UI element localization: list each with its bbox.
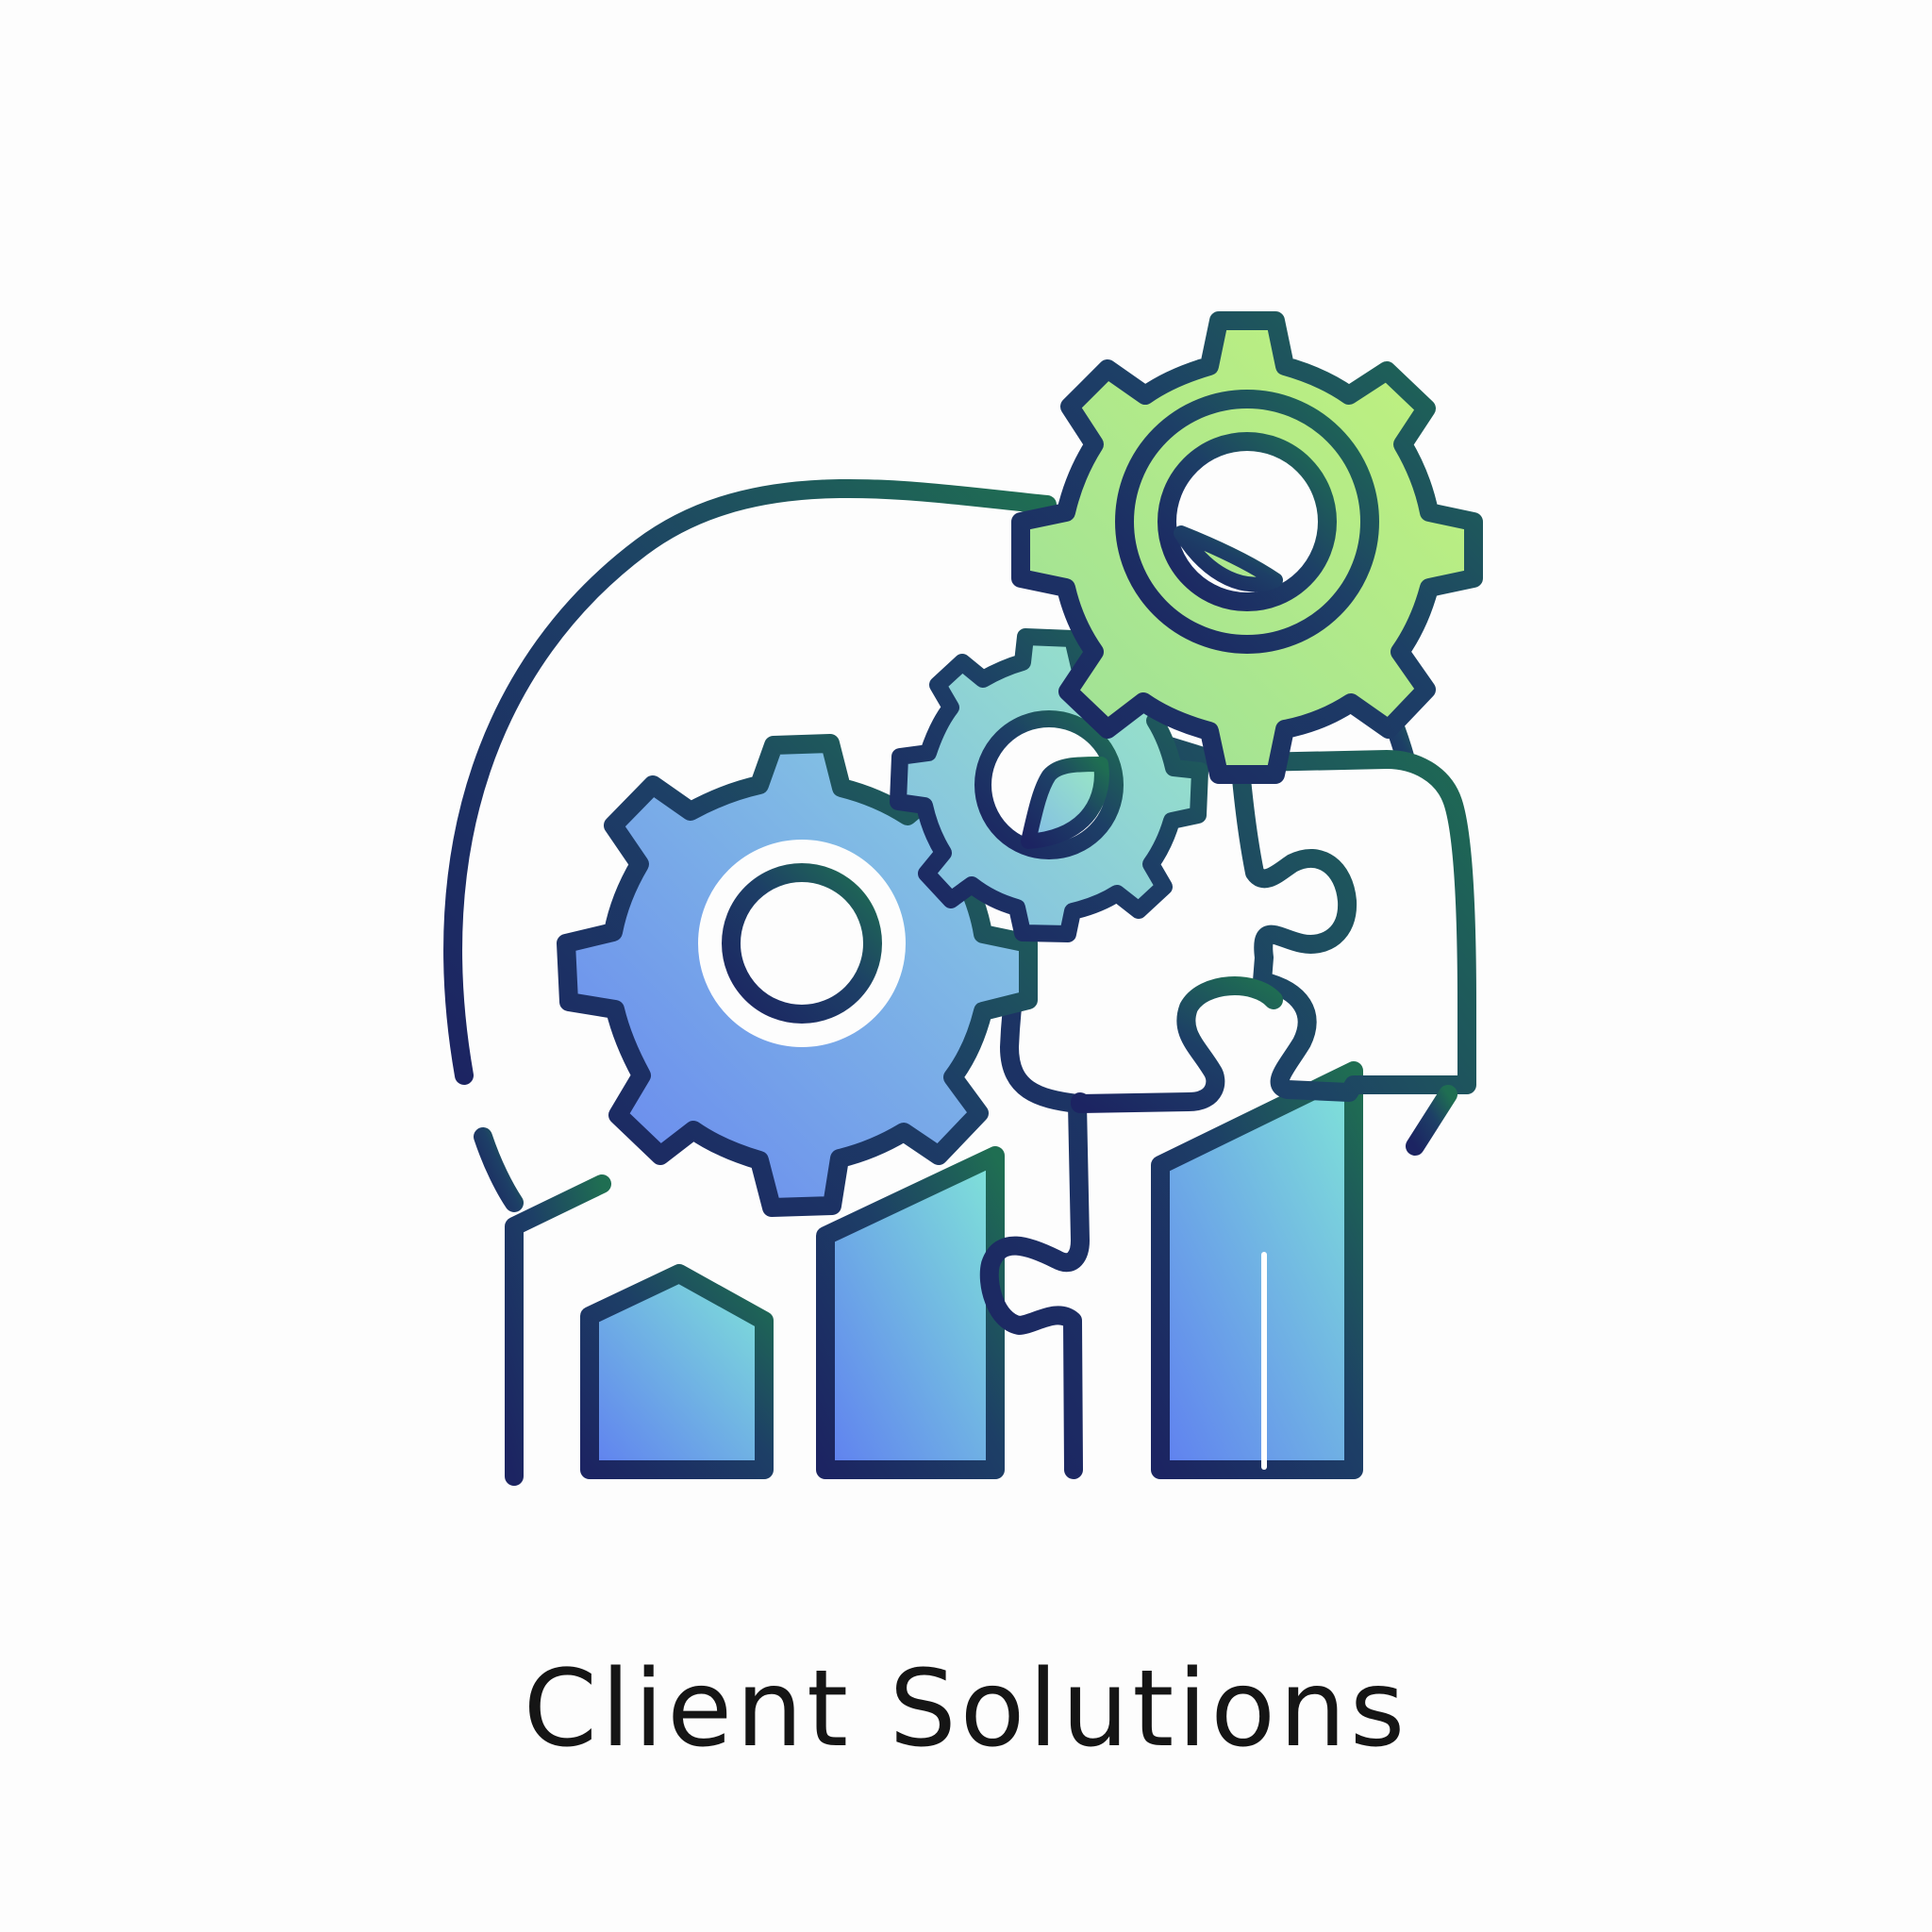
puzzle-piece-icon bbox=[979, 693, 1476, 1479]
bar-3 bbox=[1151, 1061, 1363, 1479]
bar-1 bbox=[580, 1264, 774, 1479]
bar-chart-icon bbox=[505, 1061, 1481, 1486]
client-solutions-icon bbox=[443, 311, 1483, 1486]
caption-title: Client Solutions bbox=[523, 1648, 1409, 1771]
gear-icon-small bbox=[890, 628, 1208, 942]
gear-icon-green bbox=[1011, 311, 1483, 784]
